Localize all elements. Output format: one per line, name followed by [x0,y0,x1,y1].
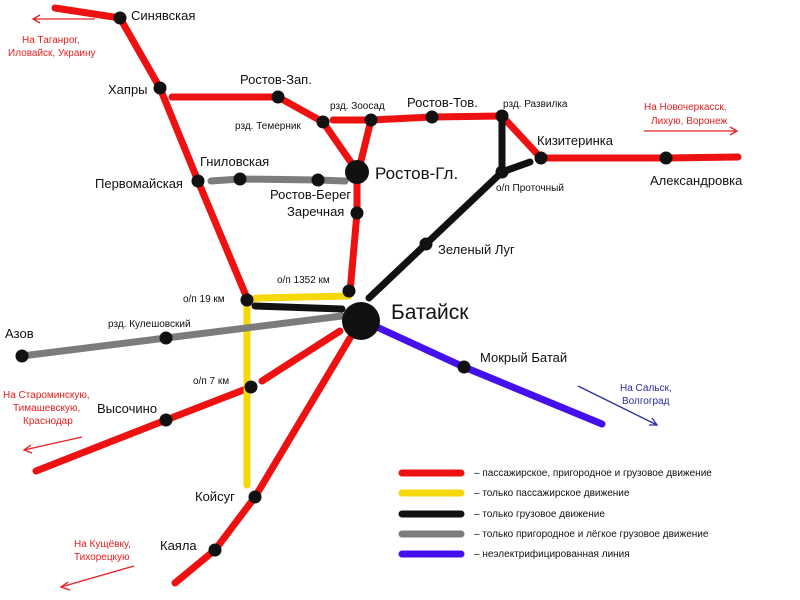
direction-novocherkassk-line2: Лихую, Воронеж [651,116,728,127]
line-gray-gnilovskaya [207,175,349,185]
arrow-kushchevku [59,565,135,591]
legend-label-black: – только грузовое движение [474,509,605,520]
legend-label-red: – пассажирское, пригородное и грузовое д… [474,468,712,479]
label-gnilovskaya: Гниловская [200,154,269,169]
arrow-salsk [577,385,659,426]
label-rzd-zoosad: рзд. Зоосад [330,101,385,112]
label-op-7: о/п 7 км [193,376,229,387]
direction-starominskuyu-line1: На Староминскую, [3,390,90,401]
direction-starominskuyu-line2: Тимашевскую, [13,403,80,414]
label-rostov-tov: Ростов-Тов. [407,95,478,110]
direction-salsk-line2: Волгоград [622,396,670,407]
label-sinyavskaya: Синявская [131,8,195,23]
arrow-taganrog [31,14,95,24]
station-dot-rzd-temernik[interactable] [316,115,330,129]
station-dot-gnilovskaya[interactable] [233,172,247,186]
line-black-freight-protochny [365,168,506,302]
line-black-freight-19 [251,302,346,313]
label-rzd-temernik: рзд. Темерник [235,121,301,132]
label-rzd-razvilka: рзд. Развилка [503,99,568,110]
label-mokry-batay: Мокрый Батай [480,350,567,365]
station-dot-rostov-bereg[interactable] [311,173,325,187]
label-kayala: Каяла [160,538,197,553]
label-pervomayskaya: Первомайская [95,176,183,191]
direction-starominskuyu-line3: Краснодар [23,416,73,427]
line-red-zoosad-rostov [356,116,375,169]
label-khapry: Хапры [108,82,148,97]
legend: – пассажирское, пригородное и грузовое д… [398,468,712,560]
legend-label-yellow: – только пассажирское движение [474,488,630,499]
station-dot-aleksandrovka[interactable] [659,151,673,165]
label-kiziterinka: Кизитеринка [537,133,614,148]
label-op-1352: о/п 1352 км [277,275,330,286]
station-dot-rzd-zoosad[interactable] [364,113,378,127]
direction-taganrog-line2: Иловайск, Украину [8,48,96,59]
direction-kushchevku-line2: Тихорецкую [74,552,130,563]
legend-label-blue: – неэлектрифицированная линия [474,548,630,560]
station-dot-rostov-gl[interactable] [345,160,369,184]
label-koysug: Койсуг [195,489,235,504]
station-dot-op-19[interactable] [240,293,254,307]
station-dot-pervomayskaya[interactable] [191,174,205,188]
label-zarechnaya: Заречная [287,204,344,219]
line-red-khapry-west [168,93,361,175]
line-red-bataysk-vysochino [258,327,344,385]
station-dot-zeleny-lug[interactable] [419,237,433,251]
station-dot-khapry[interactable] [153,81,167,95]
station-dot-azov[interactable] [15,349,29,363]
station-dot-mokry-batay[interactable] [457,360,471,374]
station-dot-kayala[interactable] [208,543,222,557]
direction-novocherkassk-line1: На Новочеркасск, [644,102,727,113]
arrow-novocherkassk [644,126,739,136]
station-dot-kiziterinka[interactable] [534,151,548,165]
station-dot-rzd-kuleshovsky[interactable] [159,331,173,345]
label-rostov-bereg: Ростов-Берег [270,187,351,202]
label-rzd-kuleshovsky: рзд. Кулешовский [108,319,191,330]
station-dot-op-7[interactable] [244,380,258,394]
line-red-bataysk-kayala [171,334,354,587]
station-dot-zarechnaya[interactable] [350,206,364,220]
line-red-novocherkassk [498,112,742,162]
label-zeleny-lug: Зеленый Луг [438,242,515,257]
label-vysochino: Высочино [97,401,157,416]
direction-taganrog-line1: На Таганрог, [22,35,80,46]
legend-label-gray: – только пригородное и лёгкое грузовое д… [474,529,709,540]
line-blue-salsk [375,324,606,428]
station-dot-vysochino[interactable] [159,413,173,427]
station-dot-rzd-razvilka[interactable] [495,109,509,123]
station-dot-bataysk[interactable] [342,302,380,340]
station-dot-op-1352[interactable] [342,284,356,298]
label-rostov-gl: Ростов-Гл. [375,164,458,183]
station-dot-rostov-tov[interactable] [425,110,439,124]
label-rostov-zap: Ростов-Зап. [240,72,312,87]
label-azov: Азов [5,326,34,341]
label-op-19: о/п 19 км [183,294,225,305]
station-dot-rostov-zap[interactable] [271,90,285,104]
label-op-protochny: о/п Проточный [496,183,564,194]
arrow-starominskuyu [22,436,83,454]
station-dot-sinyavskaya[interactable] [113,11,127,25]
station-dot-op-protochny[interactable] [495,165,509,179]
station-dot-koysug[interactable] [248,490,262,504]
direction-kushchevku-line1: На Кущёвку, [74,539,131,550]
label-aleksandrovka: Александровка [650,173,743,188]
line-red-zoosad-razvilka [329,112,506,124]
direction-salsk-line1: На Сальск, [620,383,672,394]
label-bataysk: Батайск [391,301,469,324]
